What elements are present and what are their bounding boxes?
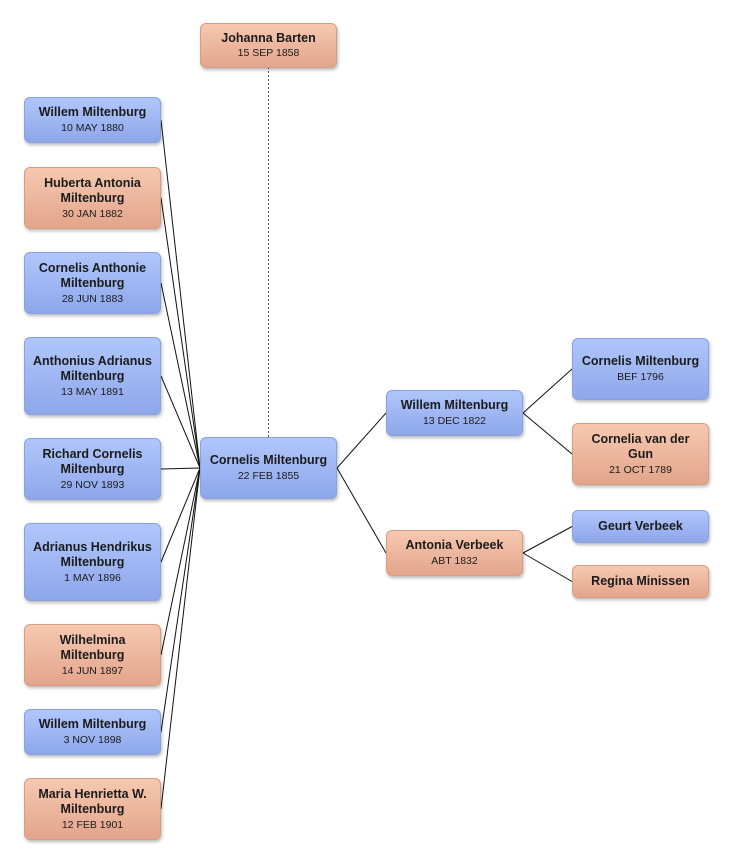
person-card-cornelia-van-der-gun[interactable]: Cornelia van der Gun 21 OCT 1789: [572, 423, 709, 485]
person-name: Anthonius Adrianus Miltenburg: [33, 353, 152, 384]
person-card-antonia-verbeek[interactable]: Antonia Verbeek ABT 1832: [386, 530, 523, 576]
person-date: BEF 1796: [617, 370, 664, 383]
connector-father-pgf: [522, 368, 573, 414]
person-name: Regina Minissen: [591, 573, 690, 588]
person-card-richard-cornelis-miltenburg[interactable]: Richard Cornelis Miltenburg 29 NOV 1893: [24, 438, 161, 500]
person-date: 3 NOV 1898: [63, 733, 122, 746]
person-card-cornelis-miltenburg-1796[interactable]: Cornelis Miltenburg BEF 1796: [572, 338, 709, 400]
person-date: 12 FEB 1901: [61, 818, 124, 831]
person-name: Cornelis Anthonie Miltenburg: [38, 260, 147, 291]
person-name: Cornelis Miltenburg: [581, 354, 700, 369]
person-card-cornelis-miltenburg-focus[interactable]: Cornelis Miltenburg 22 FEB 1855: [200, 437, 337, 499]
person-card-anthonius-adrianus-miltenburg[interactable]: Anthonius Adrianus Miltenburg 13 MAY 189…: [24, 337, 161, 415]
person-name: Willem Miltenburg: [38, 717, 147, 732]
connector-mother-mgm: [522, 552, 573, 582]
connector-focus-c3: [160, 282, 201, 469]
person-date: 29 NOV 1893: [60, 478, 125, 491]
person-date: 14 JUN 1897: [61, 664, 124, 677]
person-name: Willem Miltenburg: [38, 105, 147, 120]
connector-mother-mgf: [522, 526, 573, 554]
person-card-wilhelmina-miltenburg[interactable]: Wilhelmina Miltenburg 14 JUN 1897: [24, 624, 161, 686]
person-name: Willem Miltenburg: [400, 398, 509, 413]
person-card-willem-miltenburg-1822[interactable]: Willem Miltenburg 13 DEC 1822: [386, 390, 523, 436]
person-date: 13 DEC 1822: [422, 414, 487, 427]
person-date: 15 SEP 1858: [237, 47, 300, 60]
connector-focus-c7: [160, 467, 201, 656]
person-date: 21 OCT 1789: [609, 463, 672, 476]
person-name: Cornelis Miltenburg: [209, 453, 328, 468]
person-date: 13 MAY 1891: [61, 385, 124, 398]
person-card-johanna-barten[interactable]: Johanna Barten 15 SEP 1858: [200, 23, 337, 68]
person-date: 1 MAY 1896: [64, 571, 121, 584]
person-card-adrianus-hendrikus-miltenburg[interactable]: Adrianus Hendrikus Miltenburg 1 MAY 1896: [24, 523, 161, 601]
person-card-willem-miltenburg-1880[interactable]: Willem Miltenburg 10 MAY 1880: [24, 97, 161, 143]
person-name: Cornelia van der Gun: [591, 431, 690, 462]
person-date: 28 JUN 1883: [61, 292, 124, 305]
person-name: Richard Cornelis Miltenburg: [42, 446, 143, 477]
person-name: Johanna Barten: [221, 30, 316, 45]
person-card-geurt-verbeek[interactable]: Geurt Verbeek: [572, 510, 709, 543]
connector-focus-c1: [160, 119, 201, 469]
person-card-huberta-antonia-miltenburg[interactable]: Huberta Antonia Miltenburg 30 JAN 1882: [24, 167, 161, 229]
connector-focus-c5: [160, 467, 201, 470]
person-card-cornelis-anthonie-miltenburg[interactable]: Cornelis Anthonie Miltenburg 28 JUN 1883: [24, 252, 161, 314]
person-date: 10 MAY 1880: [61, 121, 124, 134]
person-name: Geurt Verbeek: [598, 518, 683, 533]
connector-focus-c4: [160, 375, 201, 469]
connector-focus-c9: [160, 467, 201, 810]
person-card-regina-minissen[interactable]: Regina Minissen: [572, 565, 709, 598]
person-name: Maria Henrietta W. Miltenburg: [38, 786, 147, 817]
connector-focus-c2: [160, 197, 201, 469]
person-date: 30 JAN 1882: [62, 207, 123, 220]
person-name: Wilhelmina Miltenburg: [59, 632, 126, 663]
person-name: Huberta Antonia Miltenburg: [44, 175, 141, 206]
person-name: Adrianus Hendrikus Miltenburg: [33, 539, 152, 570]
connector-focus-c6: [160, 467, 201, 563]
person-card-willem-miltenburg-1898[interactable]: Willem Miltenburg 3 NOV 1898: [24, 709, 161, 755]
connector-father-pgm: [522, 412, 573, 455]
person-date: 22 FEB 1855: [237, 469, 300, 482]
person-card-maria-henrietta-miltenburg[interactable]: Maria Henrietta W. Miltenburg 12 FEB 190…: [24, 778, 161, 840]
connector-focus-father: [336, 412, 387, 469]
person-date: ABT 1832: [431, 554, 478, 567]
person-name: Antonia Verbeek: [405, 538, 504, 553]
connector-focus-c8: [160, 467, 201, 733]
connector-focus-mother: [336, 467, 387, 554]
